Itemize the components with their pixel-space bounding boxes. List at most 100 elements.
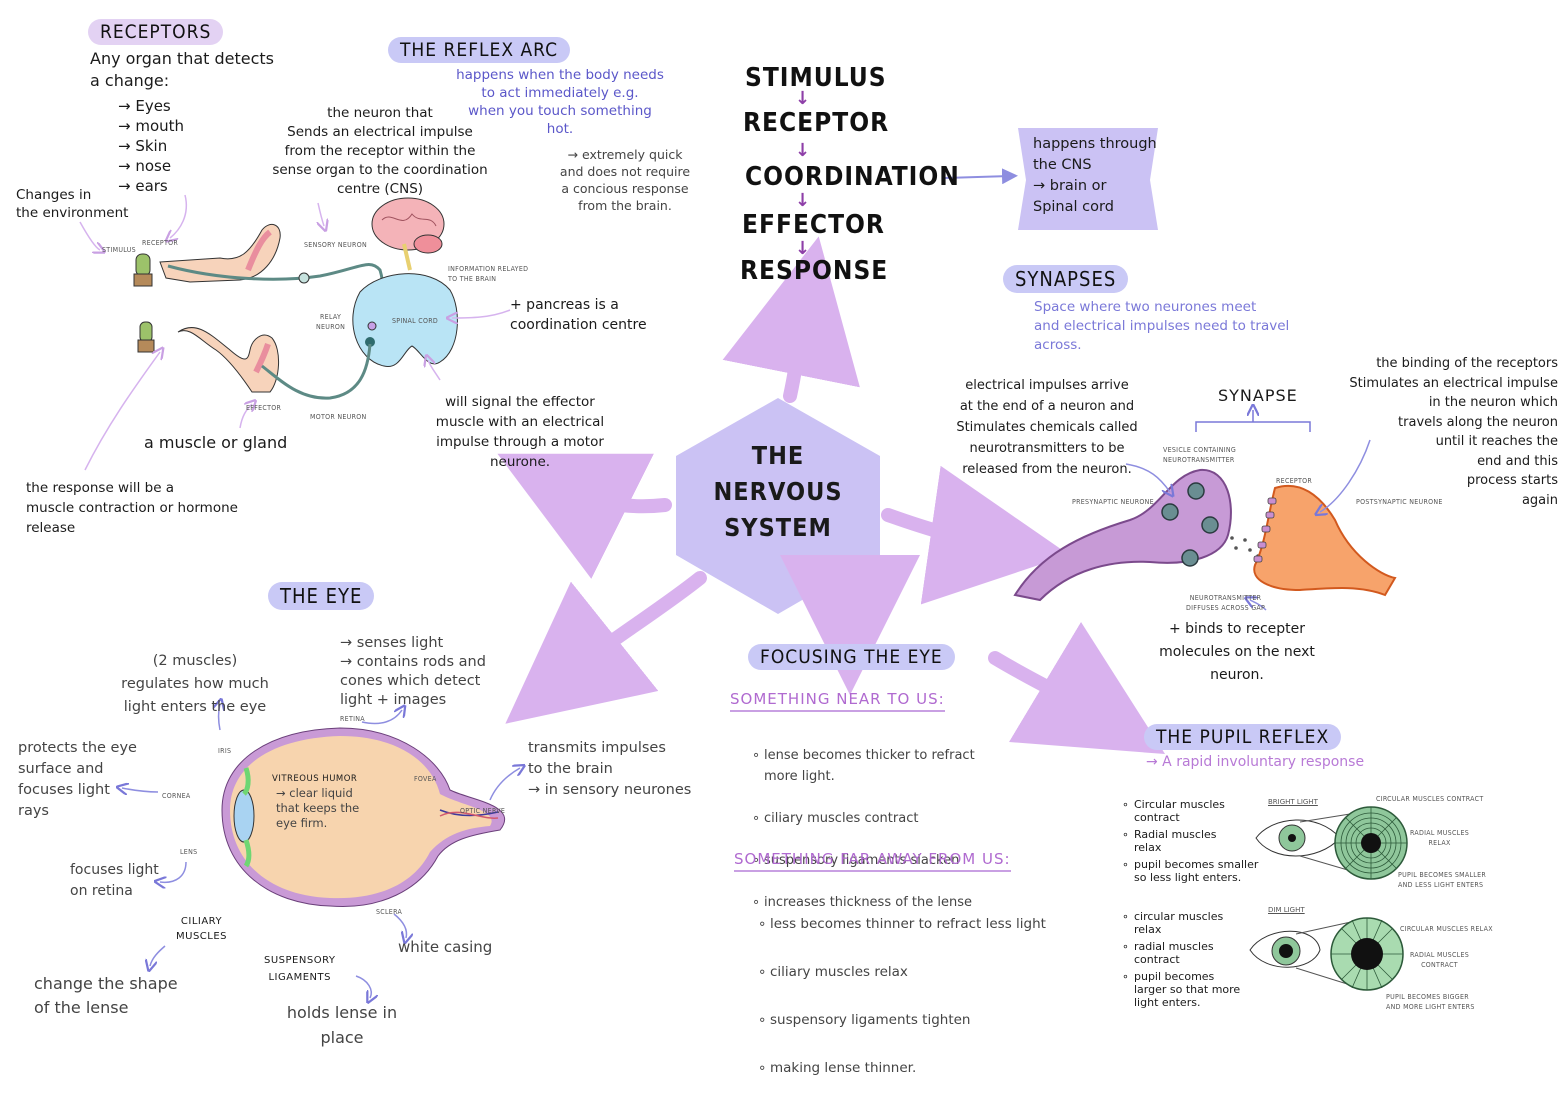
near-item: lense becomes thicker to refract more li… [752,745,975,787]
label-postsynaptic: POSTSYNAPTIC NEURONE [1356,498,1443,506]
bright-callout: CIRCULAR MUSCLES CONTRACT [1376,795,1484,803]
receptors-definition: Any organ that detects a change: [90,49,275,90]
diagram-canvas [79,128,1408,1080]
ciliary-note: change the shape of the lense [34,974,178,1017]
label-iris: IRIS [218,747,232,755]
synapse-brace [1195,421,1311,432]
dim-callout: CIRCULAR MUSCLES RELAX [1400,925,1493,933]
pathway-step: EFFECTOR [742,210,885,240]
impulse-arrive-note: electrical impulses arrive at the end of… [956,378,1138,477]
cornea-note: protects the eye surface and focuses lig… [18,740,137,819]
far-item: less becomes thinner to refract less lig… [758,912,1046,936]
binds-note: + binds to recepter molecules on the nex… [1159,621,1315,683]
receptor-item: → nose [118,157,172,175]
down-arrow-icon: ↓ [795,88,811,109]
pupil-reflex-subtitle: → A rapid involuntary response [1146,754,1365,770]
synapse-callout-arrows [1125,439,1371,611]
effector-note: will signal the effector muscle with an … [435,394,605,470]
label-spinal-cord: SPINAL CORD [392,317,439,325]
synapses-description: Space where two neurones meet and electr… [1034,299,1290,353]
receptor-binding-note: the binding of the receptors Stimulates … [1349,356,1558,508]
label-synapse-receptor: RECEPTOR [1276,477,1313,485]
near-item: ciliary muscles contract [752,808,975,829]
arrow-to-eye [505,571,707,724]
pupil-dim-diagram [1249,917,1404,991]
pupil-reflex-heading: THE PUPIL REFLEX [1144,724,1342,750]
dim-item: circular muscles relax [1122,910,1240,936]
label-stimulus: STIMULUS [102,246,136,254]
callout-arrows [79,194,511,471]
sensory-neuron-note: the neuron that Sends an electrical impu… [272,105,488,197]
focusing-heading: FOCUSING THE EYE [748,644,955,670]
label-fovea: FOVEA [414,775,437,783]
vitreous-note: → clear liquid that keeps the eye firm. [276,786,360,830]
synapse-diagram [1013,468,1397,602]
receptor-item: → Eyes [118,97,171,115]
far-item: suspensory ligaments tighten [758,1008,1046,1032]
near-list: lense becomes thicker to refract more li… [752,724,975,934]
near-item: suspensory ligaments slacken [752,850,975,871]
label-retina: RETINA [340,715,365,723]
far-list: less becomes thinner to refract less lig… [758,888,1046,1104]
label-vesicle: VESICLE CONTAINING NEUROTRANSMITTER [1163,446,1237,464]
down-arrow-icon: ↓ [795,190,811,211]
reflex-arc-description: happens when the body needs to act immed… [456,67,664,137]
arrow-to-pupil-reflex [988,621,1166,755]
bright-callout: PUPIL BECOMES SMALLER AND LESS LIGHT ENT… [1398,871,1487,889]
label-effector: EFFECTOR [246,404,282,412]
arrow-to-synapses [881,465,1070,605]
postsynaptic-neuron [1253,484,1397,597]
label-relay-neuron: RELAY NEURON [316,313,346,331]
optic-nerve-note: transmits impulses to the brain → in sen… [528,740,692,798]
dim-light-label: DIM LIGHT [1268,906,1305,914]
label-suspensory: SUSPENSORY LIGAMENTS [264,955,336,983]
bright-item: Circular muscles contract [1122,798,1258,824]
cns-arrow [944,168,1018,185]
label-sensory-neuron: SENSORY NEURON [304,241,367,249]
bright-light-label: BRIGHT LIGHT [1268,798,1318,806]
down-arrow-icon: ↓ [795,140,811,161]
iris-note: (2 muscles) regulates how much light ent… [121,653,269,715]
pathway-step: STIMULUS [745,63,887,93]
label-cornea: CORNEA [162,792,191,800]
dim-item: radial muscles contract [1122,940,1240,966]
center-arrows [497,236,1166,755]
dim-list: circular muscles relax radial muscles co… [1122,910,1240,1009]
center-title-line: SYSTEM [724,513,832,542]
center-title: THE NERVOUS SYSTEM [690,438,866,546]
receptor-item: → ears [118,177,168,195]
label-receptor: RECEPTOR [142,239,179,247]
bright-item: pupil becomes smaller so less light ente… [1122,858,1258,884]
label-presynaptic: PRESYNAPTIC NEURONE [1072,498,1154,506]
far-heading: SOMETHING FAR AWAY FROM US: [734,850,1011,872]
eye-diagram [221,727,506,908]
label-lens: LENS [180,848,198,856]
receptor-item: → mouth [118,117,185,135]
retina-note: → senses light → contains rods and cones… [340,635,486,708]
pancreas-note: + pancreas is a coordination centre [510,297,647,333]
near-heading: SOMETHING NEAR TO US: [730,690,945,712]
lens-shape [233,789,255,843]
far-item: making lense thinner. [758,1056,1046,1080]
synapse-label: SYNAPSE [1218,386,1298,405]
dim-item: pupil becomes larger so that more light … [1122,970,1240,1009]
dim-callout: RADIAL MUSCLES CONTRACT [1410,951,1470,969]
arrow-to-reflex-arc [497,453,672,579]
reflex-arc-heading: THE REFLEX ARC [388,37,571,63]
vitreous-title: VITREOUS HUMOR [272,774,358,784]
bright-callout: RADIAL MUSCLES RELAX [1410,829,1470,847]
dim-callout: PUPIL BECOMES BIGGER AND MORE LIGHT ENTE… [1386,993,1475,1011]
arrow-to-focusing [779,554,920,695]
cns-box [1018,128,1158,230]
far-item: ciliary muscles relax [758,960,1046,984]
center-title-line: THE [751,441,805,470]
bright-list: Circular muscles contract Radial muscles… [1122,798,1258,884]
label-sclera: SCLERA [376,908,403,916]
presynaptic-neuron [1013,468,1232,602]
reflex-arc-diagram [133,197,458,400]
label-optic-nerve: OPTIC NERVE [460,807,506,815]
label-ciliary: CILIARY MUSCLES [176,916,228,942]
ligament-note: holds lense in place [286,1003,398,1047]
response-note: the response will be a muscle contractio… [26,480,238,536]
lens-note: focuses light on retina [70,862,159,899]
